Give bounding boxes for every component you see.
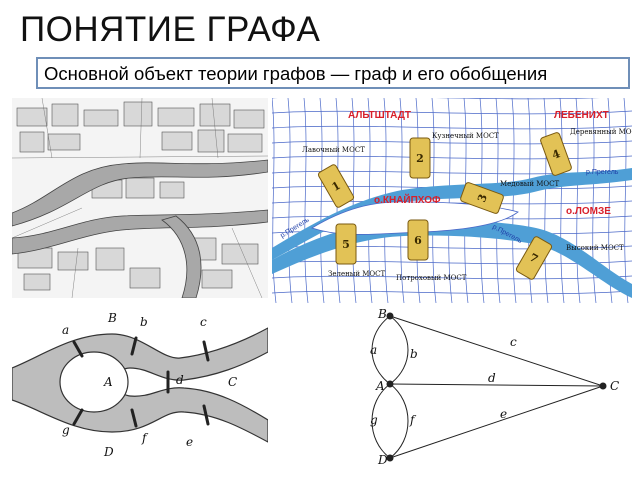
- edge-label-d: d: [488, 371, 496, 385]
- scheme-label-D: D: [103, 445, 114, 459]
- scheme-label-B: B: [107, 312, 117, 325]
- vertex-label-B: B: [377, 307, 387, 321]
- bridges-map: 1 2 3 4 5 6 7 АЛЬТШТАДТ ЛЕБЕНИХТ о.КНАЙПХОФ о.…: [272, 98, 632, 303]
- scheme-island-a: [59, 351, 129, 413]
- scheme-label-e: e: [186, 435, 193, 449]
- engraving-image: [12, 98, 268, 298]
- subtitle-box: Основной объект теории графов — граф и е…: [36, 57, 630, 89]
- vertex-A: [386, 380, 394, 388]
- bridge-2: 2: [409, 137, 431, 179]
- river-label-2: р.Прегель: [586, 169, 619, 176]
- multigraph: B A C D a b c d e f g: [360, 306, 630, 476]
- edge-label-c: c: [510, 335, 517, 349]
- bridge-name-4: Деревянный МОСТ: [570, 128, 632, 136]
- bridge-name-7: Высокий МОСТ: [566, 244, 624, 252]
- bridge-number-3: 3: [475, 192, 490, 204]
- edge-b: [389, 315, 409, 385]
- bridge-name-6: Потроховый МОСТ: [396, 274, 467, 282]
- bridge-name-2: Кузнечный МОСТ: [432, 132, 499, 140]
- district-label-altstadt: АЛЬТШТАДТ: [348, 110, 411, 121]
- bridge-7: 7: [515, 236, 553, 280]
- scheme-label-g: g: [62, 423, 70, 437]
- bridge-number-5: 5: [342, 238, 350, 251]
- bridge-3: 3: [460, 182, 504, 214]
- vertex-B: [386, 312, 394, 320]
- edge-e: [389, 385, 604, 459]
- bridge-name-5: Зеленый МОСТ: [328, 270, 385, 278]
- bridge-number-6: 6: [414, 234, 422, 247]
- district-label-lebenicht: ЛЕБЕНИХТ: [554, 110, 609, 121]
- scheme-label-C: C: [228, 375, 237, 389]
- island-kneiphof: [311, 201, 519, 235]
- vertex-label-C: C: [610, 379, 619, 393]
- bridges-scheme: A B C D a b c d e f g: [12, 312, 268, 474]
- scheme-label-d: d: [176, 373, 184, 387]
- scheme-label-b: b: [140, 315, 148, 329]
- edge-d: [389, 383, 604, 387]
- bridge-number-2: 2: [416, 152, 424, 165]
- scheme-label-a: a: [62, 323, 69, 337]
- edge-f: [389, 383, 409, 459]
- vertex-D: [386, 454, 394, 462]
- vertex-label-A: A: [375, 379, 385, 393]
- edge-label-e: e: [500, 407, 507, 421]
- edge-c: [389, 315, 604, 387]
- bridge-5: 5: [335, 223, 357, 265]
- vertex-C: [599, 382, 607, 390]
- bridge-6: 6: [407, 219, 429, 261]
- edge-label-g: g: [370, 413, 378, 427]
- bridge-name-1: Лавочный МОСТ: [302, 146, 365, 154]
- edge-label-a: a: [370, 343, 377, 357]
- vertex-label-D: D: [377, 453, 388, 467]
- bridge-number-4: 4: [550, 147, 562, 162]
- scheme-label-A: A: [103, 375, 113, 389]
- edge-label-b: b: [410, 347, 418, 361]
- edge-a: [371, 315, 391, 385]
- scheme-label-f: f: [141, 431, 149, 445]
- scheme-label-c: c: [200, 315, 207, 329]
- edge-g: [371, 383, 391, 459]
- bridge-4: 4: [540, 132, 572, 176]
- bridge-name-3: Медовый МОСТ: [500, 180, 559, 188]
- page-title: ПОНЯТИЕ ГРАФА: [20, 10, 321, 49]
- bridge-1: 1: [317, 164, 355, 208]
- subtitle: Основной объект теории графов — граф и е…: [44, 63, 548, 84]
- district-label-kneiphof: о.КНАЙПХОФ: [374, 193, 441, 206]
- edge-label-f: f: [409, 413, 417, 427]
- district-label-lomse: о.ЛОМЗЕ: [566, 206, 611, 217]
